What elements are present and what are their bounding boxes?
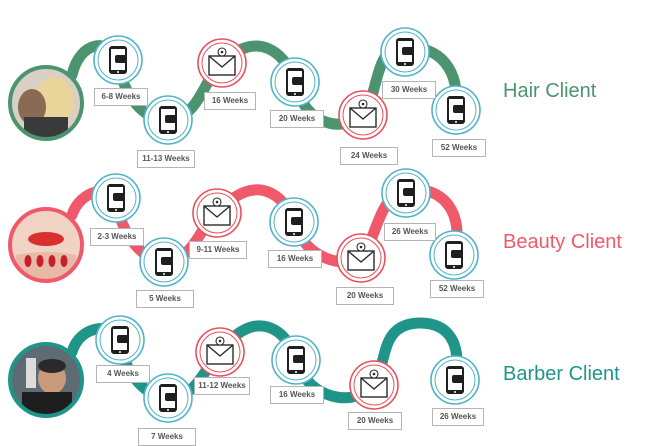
sms-step-node xyxy=(271,335,321,385)
email-step-node xyxy=(195,327,245,377)
envelope-email-icon xyxy=(347,242,375,271)
email-step-node xyxy=(349,360,399,410)
step-label: 26 Weeks xyxy=(432,408,484,426)
mobile-phone-sms-icon xyxy=(159,384,177,412)
step-label: 20 Weeks xyxy=(270,110,324,128)
step-label: 52 Weeks xyxy=(432,139,486,157)
sms-step-node xyxy=(95,315,145,365)
step-label: 16 Weeks xyxy=(268,250,322,268)
email-step-node xyxy=(192,188,242,238)
step-label: 9-11 Weeks xyxy=(189,241,247,259)
step-label: 4 Weeks xyxy=(96,365,150,383)
mobile-phone-sms-icon xyxy=(109,46,127,74)
mobile-phone-sms-icon xyxy=(446,366,464,394)
sms-step-node xyxy=(139,237,189,287)
envelope-email-icon xyxy=(360,369,388,398)
sms-step-node xyxy=(431,85,481,135)
hair-client-title: Hair Client xyxy=(503,80,597,102)
mobile-phone-sms-icon xyxy=(159,106,177,134)
step-label: 11-12 Weeks xyxy=(194,377,250,395)
step-label: 6-8 Weeks xyxy=(94,88,148,106)
step-label: 20 Weeks xyxy=(348,412,402,430)
sms-step-node xyxy=(143,95,193,145)
step-label: 24 Weeks xyxy=(340,147,398,165)
email-step-node xyxy=(338,90,388,140)
envelope-email-icon xyxy=(208,47,236,76)
mobile-phone-sms-icon xyxy=(447,96,465,124)
mobile-phone-sms-icon xyxy=(396,38,414,66)
sms-step-node xyxy=(143,373,193,423)
step-label: 16 Weeks xyxy=(270,386,324,404)
sms-step-node xyxy=(270,57,320,107)
step-label: 52 Weeks xyxy=(430,280,484,298)
sms-step-node xyxy=(429,230,479,280)
mobile-phone-sms-icon xyxy=(285,208,303,236)
email-step-node xyxy=(336,233,386,283)
step-label: 11-13 Weeks xyxy=(137,150,195,168)
envelope-email-icon xyxy=(206,336,234,365)
hair-client-photo xyxy=(8,65,84,141)
sms-step-node xyxy=(380,27,430,77)
sms-step-node xyxy=(91,173,141,223)
barber-client-title: Barber Client xyxy=(503,363,620,385)
sms-step-node xyxy=(269,197,319,247)
step-label: 30 Weeks xyxy=(382,81,436,99)
mobile-phone-sms-icon xyxy=(287,346,305,374)
sms-step-node xyxy=(93,35,143,85)
mobile-phone-sms-icon xyxy=(286,68,304,96)
step-label: 26 Weeks xyxy=(384,223,436,241)
mobile-phone-sms-icon xyxy=(397,179,415,207)
step-label: 5 Weeks xyxy=(136,290,194,308)
mobile-phone-sms-icon xyxy=(445,241,463,269)
beauty-client-photo xyxy=(8,207,84,283)
beauty-client-title: Beauty Client xyxy=(503,231,622,253)
mobile-phone-sms-icon xyxy=(111,326,129,354)
step-label: 16 Weeks xyxy=(204,92,256,110)
step-label: 20 Weeks xyxy=(336,287,394,305)
mobile-phone-sms-icon xyxy=(155,248,173,276)
sms-step-node xyxy=(430,355,480,405)
step-label: 7 Weeks xyxy=(138,428,196,446)
barber-client-photo xyxy=(8,342,84,418)
envelope-email-icon xyxy=(349,99,377,128)
sms-step-node xyxy=(381,168,431,218)
email-step-node xyxy=(197,38,247,88)
envelope-email-icon xyxy=(203,197,231,226)
mobile-phone-sms-icon xyxy=(107,184,125,212)
step-label: 2-3 Weeks xyxy=(90,228,144,246)
